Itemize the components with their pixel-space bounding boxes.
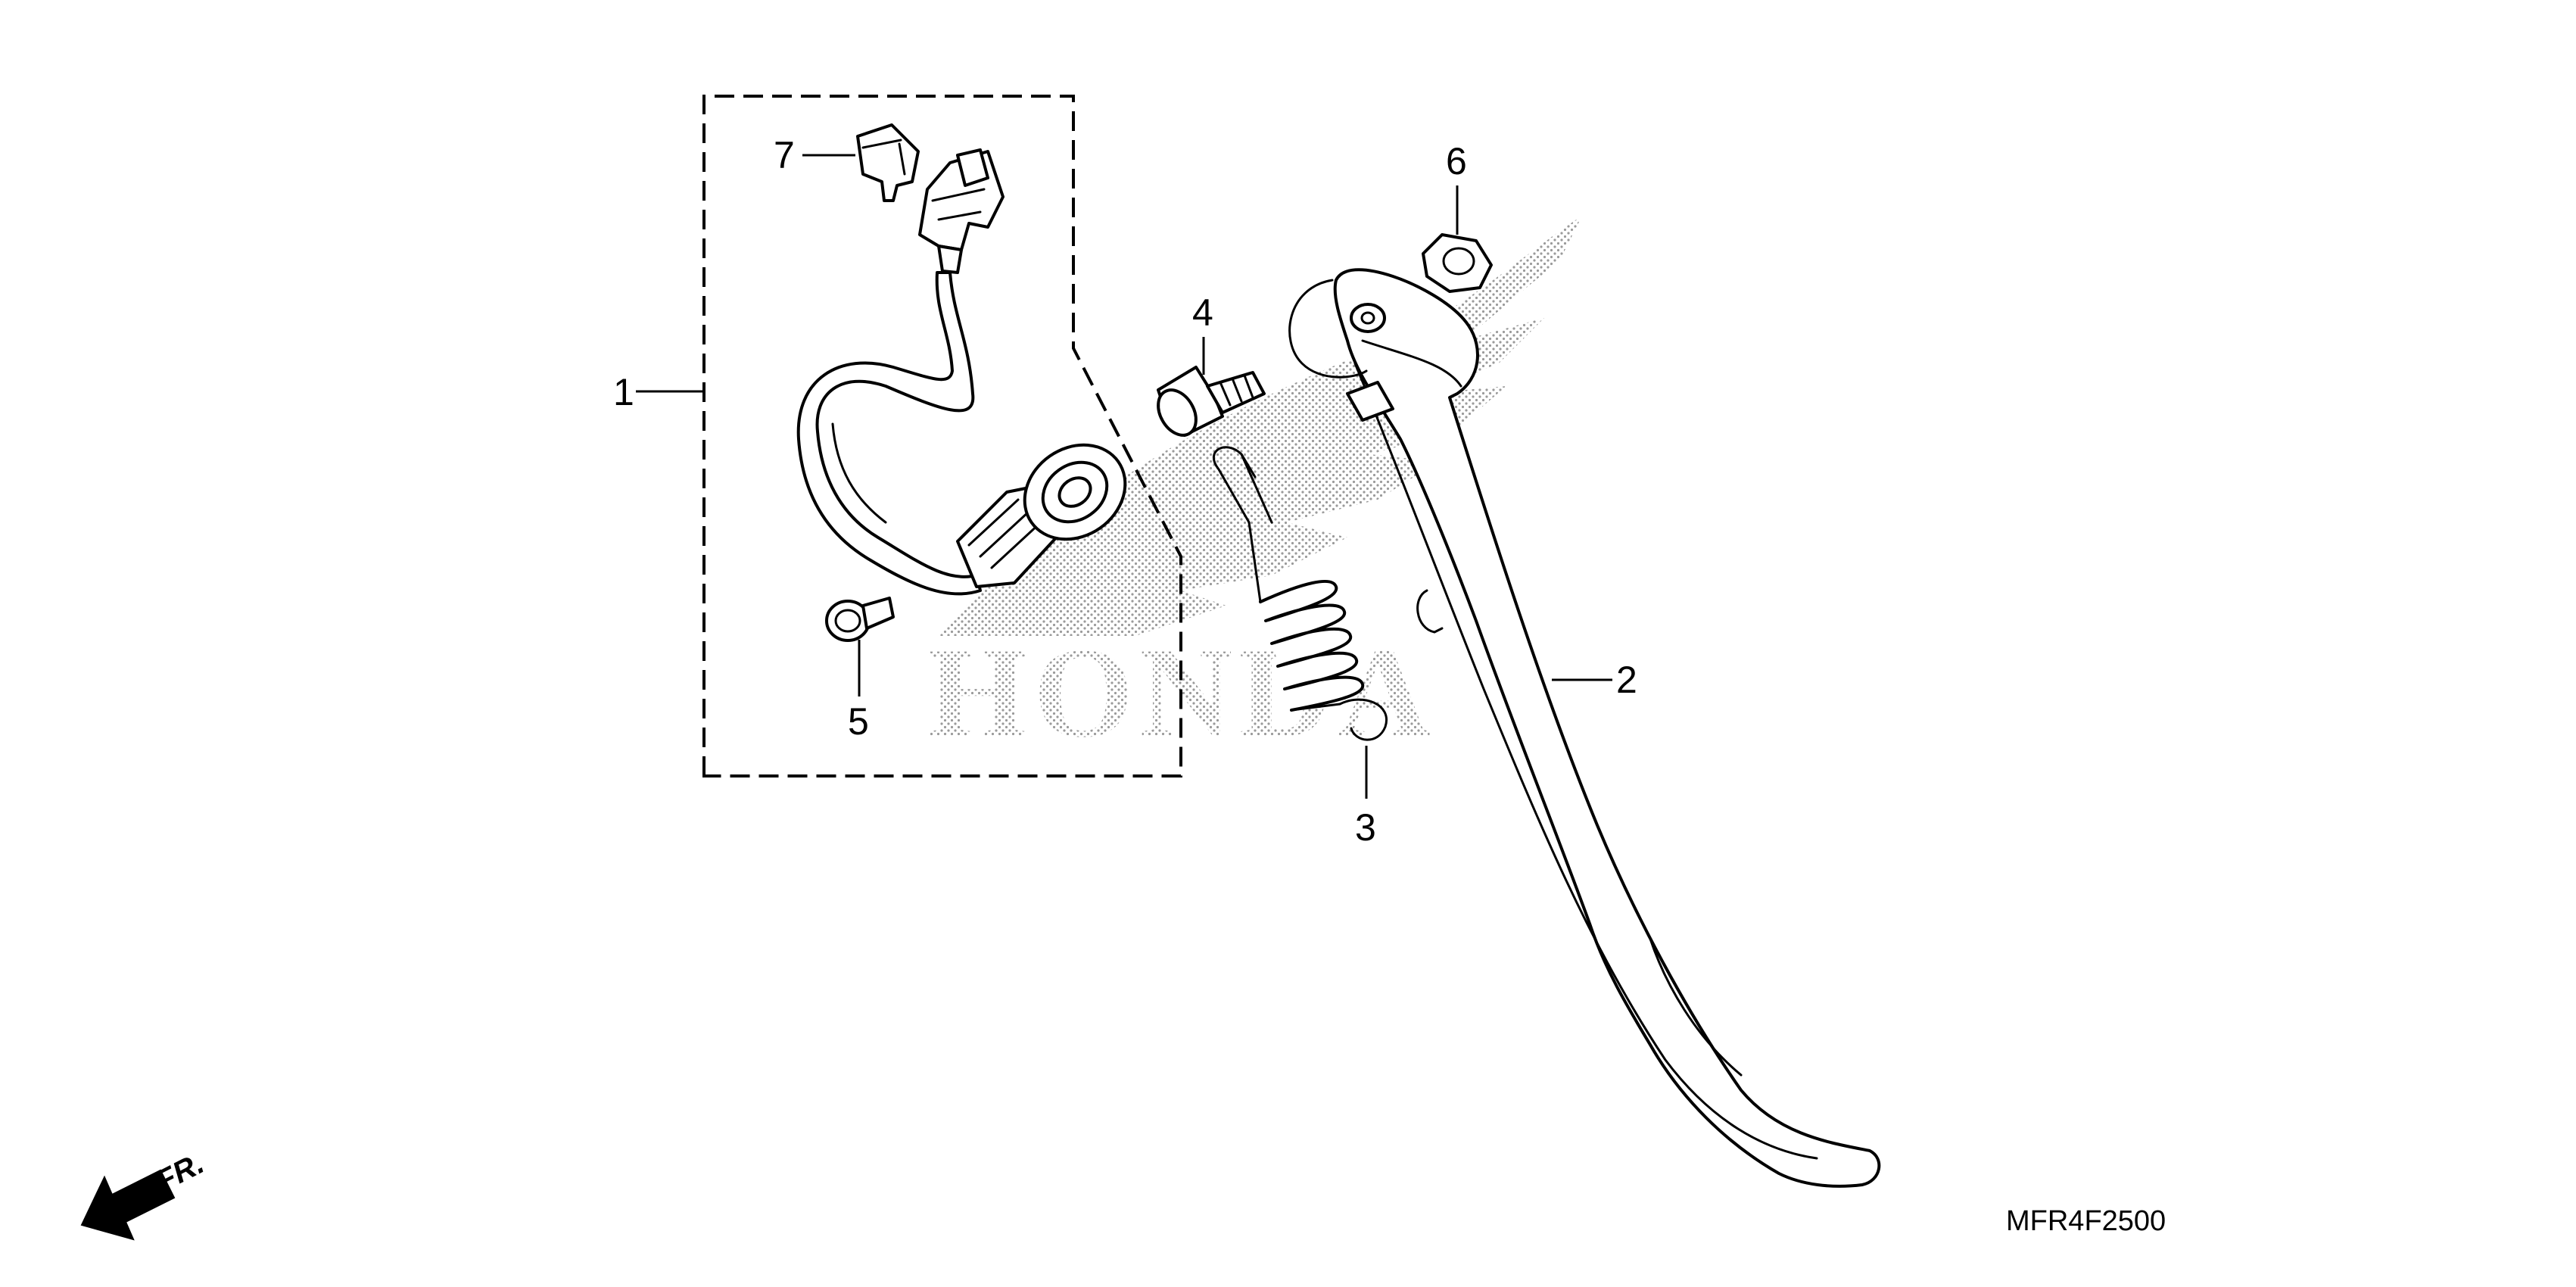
switch-mounting-bolt — [825, 597, 895, 642]
callout-7: 7 — [774, 134, 795, 176]
wire-clip — [856, 123, 920, 202]
callout-1: 1 — [613, 371, 634, 413]
callout-4: 4 — [1192, 291, 1213, 334]
side-stand-switch — [956, 443, 1127, 588]
diagram-code: MFR4F2500 — [2006, 1205, 2166, 1237]
callout-6: 6 — [1446, 140, 1467, 182]
side-stand-bar — [1288, 268, 1881, 1188]
pivot-bolt — [1157, 366, 1266, 437]
leader-lines — [636, 154, 1612, 799]
wing-shape — [939, 216, 1582, 636]
callout-2: 2 — [1616, 659, 1637, 701]
stand-spring — [1213, 446, 1388, 741]
callout-3: 3 — [1355, 806, 1376, 849]
front-direction-indicator: FR. — [80, 1147, 210, 1241]
switch-wire-harness — [796, 271, 982, 596]
callout-5: 5 — [848, 700, 869, 743]
pivot-nut — [1422, 233, 1493, 293]
switch-connector — [918, 148, 1005, 274]
switch-assembly-frame — [702, 95, 1182, 777]
arrow-left-down-icon — [80, 1169, 176, 1241]
callout-labels: 1 2 3 4 5 6 7 — [613, 134, 1637, 849]
